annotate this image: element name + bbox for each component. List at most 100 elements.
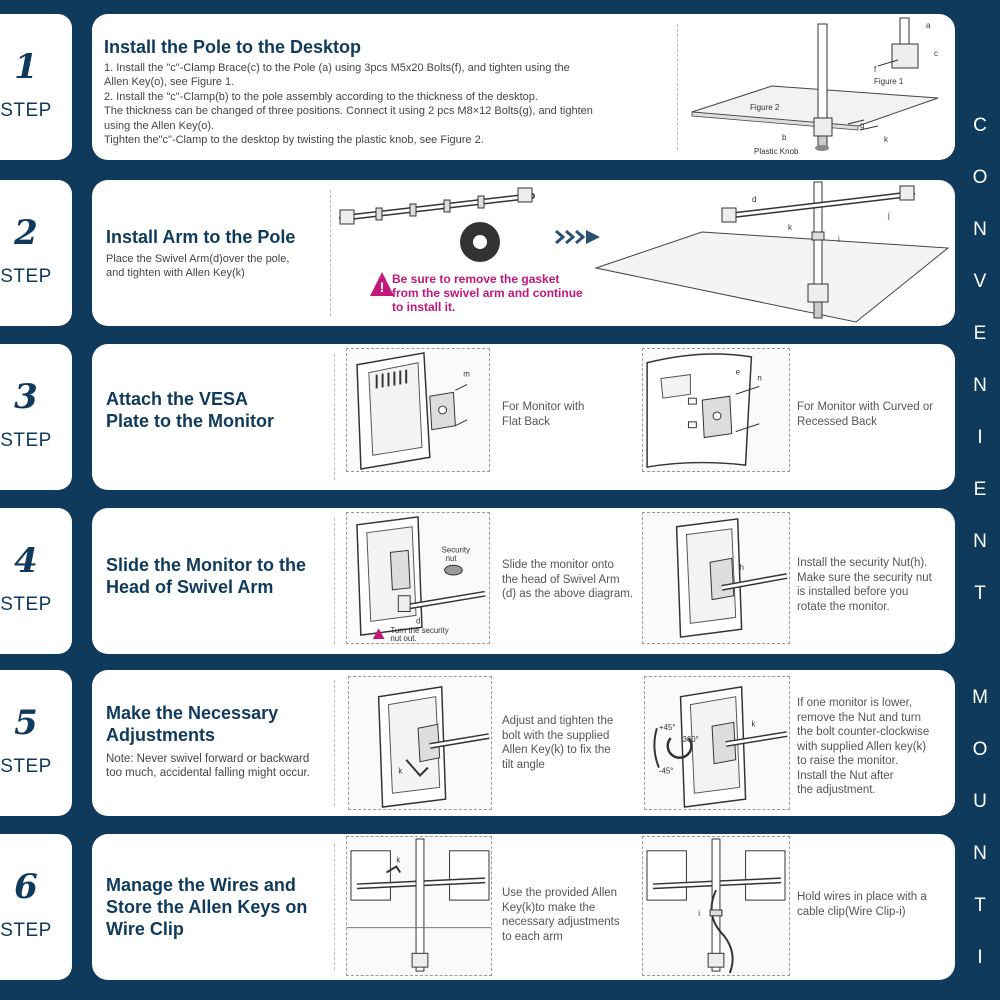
flat-back-caption: For Monitor with Flat Back xyxy=(502,400,652,429)
step-number: 6 xyxy=(14,867,38,907)
security-nut-diagram: h xyxy=(642,512,790,644)
label-n: n xyxy=(757,373,761,382)
caption-line: Key(k)to make the xyxy=(502,901,596,914)
svg-text:!: ! xyxy=(380,279,385,295)
height-adjust-caption: If one monitor is lower, remove the Nut … xyxy=(797,696,949,798)
turn-nut-label: Turn the security xyxy=(390,626,448,635)
title-line: Store the Allen Keys on xyxy=(106,897,308,917)
caption-line: Adjust and tighten the xyxy=(502,715,614,727)
caption-line: For Monitor with xyxy=(502,401,585,413)
caption-line: to each arm xyxy=(502,930,563,943)
side-letter: I xyxy=(977,427,983,448)
side-letter: N xyxy=(973,219,987,240)
step-number: 5 xyxy=(14,703,38,743)
step-number: 3 xyxy=(14,377,38,417)
label-f: f xyxy=(874,65,877,74)
step-title: Install Arm to the Pole xyxy=(106,227,296,247)
step-title: Attach the VESA Plate to the Monitor xyxy=(106,388,274,432)
step-6-tab: 6 STEP xyxy=(0,834,72,980)
step-number: 2 xyxy=(14,213,38,253)
label-j: j xyxy=(887,211,890,220)
nut-label: nut xyxy=(446,554,458,563)
label-d: d xyxy=(416,616,420,625)
caption-line: is installed before you xyxy=(797,586,909,598)
side-letter: T xyxy=(974,895,986,916)
tilt-adjust-diagram: k xyxy=(348,676,492,810)
caption-line: the head of Swivel Arm xyxy=(502,573,620,586)
label-h: h xyxy=(740,563,744,572)
label-g: g xyxy=(860,121,864,130)
step-title: Make the Necessary Adjustments xyxy=(106,702,278,746)
divider xyxy=(677,24,678,150)
title-line: Adjustments xyxy=(106,725,216,745)
divider xyxy=(334,354,335,480)
label-c: c xyxy=(934,49,938,58)
step-label: STEP xyxy=(0,100,52,121)
plus-45-label: +45° xyxy=(659,723,676,732)
wire-clip-caption: Hold wires in place with a cable clip(Wi… xyxy=(797,890,949,919)
divider xyxy=(330,190,331,316)
curved-back-caption: For Monitor with Curved or Recessed Back xyxy=(797,400,949,429)
label-k: k xyxy=(398,767,402,776)
caption-line: bolt with the supplied xyxy=(502,729,610,742)
side-letter: O xyxy=(972,167,988,188)
label-k: k xyxy=(396,856,400,865)
note-line: Note: Never swivel forward or backward xyxy=(106,753,310,765)
label-i: i xyxy=(698,909,700,918)
height-adjust-diagram: +45° -45° 360° k xyxy=(644,676,790,810)
caption-line: Allen Key(k) to fix the xyxy=(502,744,611,756)
side-letter: N xyxy=(973,375,987,396)
caption-line: If one monitor is lower, xyxy=(797,697,913,709)
wire-clip-diagram: i xyxy=(642,836,790,976)
label-i: i xyxy=(838,235,840,244)
label-b: b xyxy=(782,133,787,142)
title-line: Wire Clip xyxy=(106,919,184,939)
caption-line: For Monitor with Curved or xyxy=(797,401,934,413)
caption-line: with supplied Allen key(k) xyxy=(797,740,927,753)
side-letter: V xyxy=(973,271,987,292)
side-letter: I xyxy=(977,947,983,968)
step-title: Slide the Monitor to the Head of Swivel … xyxy=(106,554,306,598)
caption-line: rotate the monitor. xyxy=(797,600,890,613)
title-line: Make the Necessary xyxy=(106,703,279,723)
step-3-tab: 3 STEP xyxy=(0,344,72,490)
title-line: Head of Swivel Arm xyxy=(106,577,274,597)
desc-line: 2. Install the "c"-Clamp(b) to the pole … xyxy=(104,90,538,103)
step-2-row: 2 STEP Install Arm to the Pole Place the… xyxy=(0,180,1000,326)
step-description: 1. Install the "c"-Clamp Brace(c) to the… xyxy=(104,61,664,147)
step-3-row: 3 STEP Attach the VESA Plate to the Moni… xyxy=(0,344,1000,490)
swivel-arm-gasket-diagram: ! xyxy=(336,180,606,326)
step-2-card: Install Arm to the Pole Place the Swivel… xyxy=(92,180,955,326)
arm-adjust-diagram: k xyxy=(346,836,492,976)
label-k: k xyxy=(884,135,889,144)
step-label: STEP xyxy=(0,920,52,941)
side-letter: O xyxy=(972,739,988,760)
side-letter: N xyxy=(973,531,987,552)
arm-on-pole-diagram: d j k i xyxy=(592,180,952,326)
pole-install-diagram: a c f Figure 1 Figure 2 b g k Plastic Kn… xyxy=(688,14,950,160)
minus-45-label: -45° xyxy=(659,767,674,776)
label-k: k xyxy=(751,719,755,728)
caption-line: Flat Back xyxy=(502,415,550,428)
security-label: Security xyxy=(442,545,470,554)
warning-line: Be sure to remove the gasket xyxy=(392,272,560,286)
caption-line: Install the security Nut(h). xyxy=(797,557,928,569)
flat-back-vesa-diagram: m xyxy=(346,348,490,472)
desc-line: Place the Swivel Arm(d)over the pole, xyxy=(106,253,290,265)
divider xyxy=(334,844,335,970)
step-number: 1 xyxy=(14,47,38,87)
desc-line: The thickness can be changed of three po… xyxy=(104,105,593,118)
desc-line: Allen Key(o), see Figure 1. xyxy=(104,76,235,89)
step-4-tab: 4 STEP xyxy=(0,508,72,654)
desc-line: using the Allen Key(o). xyxy=(104,119,215,132)
side-letter: M xyxy=(972,687,988,708)
desc-line: 1. Install the "c"-Clamp Brace(c) to the… xyxy=(104,62,570,74)
caption-line: to raise the monitor. xyxy=(797,755,898,767)
caption-line: the adjustment. xyxy=(797,784,876,796)
side-vertical-text: C O N V E N I E N T M O U N T I xyxy=(960,100,1000,984)
caption-line: cable clip(Wire Clip-i) xyxy=(797,905,906,918)
warning-line: from the swivel arm and continue xyxy=(392,286,583,300)
label-e: e xyxy=(736,368,741,377)
360-label: 360° xyxy=(683,735,699,744)
step-label: STEP xyxy=(0,430,52,451)
